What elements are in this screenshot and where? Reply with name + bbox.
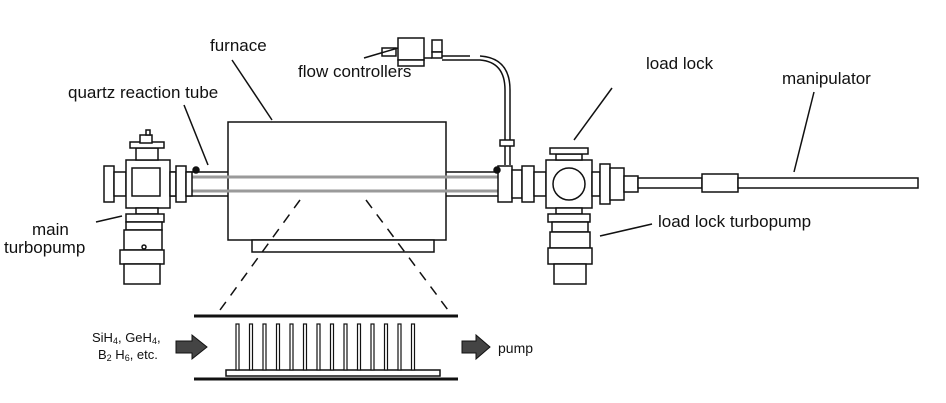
furnace-label: furnace bbox=[210, 36, 267, 55]
wafer bbox=[235, 323, 240, 371]
gas-formula-line1: SiH4, GeH4, bbox=[92, 330, 161, 346]
wafer bbox=[302, 323, 308, 371]
wafer bbox=[329, 323, 335, 371]
load-lock-label: load lock bbox=[646, 54, 714, 73]
pump-label: pump bbox=[498, 340, 534, 356]
wafer bbox=[316, 323, 321, 371]
flow-controllers-label: flow controllers bbox=[298, 62, 412, 81]
wafer bbox=[410, 323, 416, 371]
wafer bbox=[383, 323, 389, 371]
connection-flanges bbox=[493, 165, 535, 203]
wafer bbox=[262, 323, 267, 371]
wafer bbox=[248, 323, 254, 371]
wafer bbox=[356, 323, 362, 371]
manipulator bbox=[637, 173, 919, 193]
quartz-reaction-tube-label: quartz reaction tube bbox=[68, 83, 219, 102]
wafer-boat-detail bbox=[194, 314, 458, 381]
main-turbopump-label-line1: main bbox=[32, 220, 69, 239]
main-chamber-cross bbox=[103, 129, 200, 223]
zoom-indicator-lines bbox=[219, 199, 449, 311]
wafer bbox=[289, 323, 294, 371]
wafer bbox=[397, 323, 402, 371]
gas-inlet-arrow bbox=[175, 333, 208, 361]
flow-controllers bbox=[363, 37, 515, 165]
wafer bbox=[343, 323, 348, 371]
gas-formula-line2: B2 H6, etc. bbox=[98, 347, 158, 363]
furnace bbox=[180, 121, 500, 253]
load-lock-turbopump-label: load lock turbopump bbox=[658, 212, 812, 231]
wafer-stack bbox=[235, 323, 416, 371]
main-turbopump-label-line2: turbopump bbox=[4, 238, 86, 257]
manipulator-label: manipulator bbox=[782, 69, 871, 88]
pump-outlet-arrow bbox=[461, 333, 491, 361]
wafer bbox=[275, 323, 281, 371]
load-lock-turbopump bbox=[547, 221, 593, 285]
leader-lines bbox=[95, 59, 815, 237]
wafer bbox=[370, 323, 375, 371]
main-turbopump bbox=[119, 221, 165, 285]
load-lock-chamber bbox=[533, 147, 639, 223]
